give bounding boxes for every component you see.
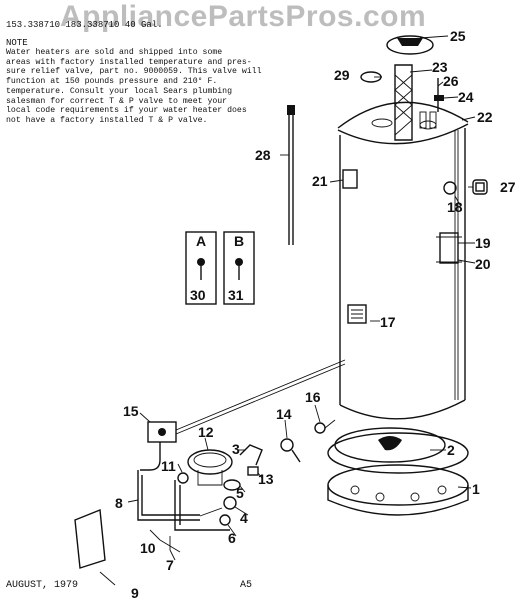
part-4 — [223, 496, 237, 510]
note-line: salesman for correct T & P valve to meet… — [6, 96, 228, 106]
callout-7: 7 — [166, 557, 174, 573]
label-plate-21 — [342, 169, 358, 189]
callout-25: 25 — [450, 28, 466, 44]
note-body: Water heaters are sold and shipped into … — [6, 48, 306, 126]
note-line: function at 150 pounds pressure and 210°… — [6, 77, 218, 87]
bracket-3 — [239, 444, 263, 466]
callout-19: 19 — [475, 235, 491, 251]
inset-number: 31 — [228, 287, 244, 303]
callout-20: 20 — [475, 256, 491, 272]
part-14 — [280, 438, 301, 463]
tank — [337, 101, 469, 420]
callout-18: 18 — [447, 199, 463, 215]
inset-letter: A — [196, 233, 206, 249]
footer-date: AUGUST, 1979 — [6, 580, 79, 591]
shield-9 — [74, 509, 106, 569]
callout-17: 17 — [380, 314, 396, 330]
callout-24: 24 — [458, 89, 474, 105]
callout-1: 1 — [472, 481, 480, 497]
footer-page-number: A5 — [240, 580, 253, 591]
part-5 — [223, 479, 241, 491]
callout-10: 10 — [140, 540, 156, 556]
callout-4: 4 — [240, 510, 248, 526]
fitting-27 — [472, 179, 488, 195]
callout-12: 12 — [198, 424, 214, 440]
callout-26: 26 — [443, 73, 459, 89]
inset-screw-b: B 31 — [223, 231, 255, 305]
inset-letter: B — [234, 233, 244, 249]
part-6 — [219, 514, 231, 526]
gas-valve-15 — [147, 421, 177, 443]
note-line: Water heaters are sold and shipped into … — [6, 48, 223, 57]
callout-14: 14 — [276, 406, 292, 422]
inset-number: 30 — [190, 287, 206, 303]
callout-28: 28 — [255, 147, 271, 163]
note-line: not have a factory installed T & P valve… — [6, 115, 208, 125]
note-line: local code requirements if your water he… — [6, 106, 247, 116]
watermark: AppliancePartsPros.com — [60, 0, 427, 33]
callout-13: 13 — [258, 471, 274, 487]
anode-nipple — [434, 95, 444, 101]
part-13 — [247, 466, 259, 476]
dip-tube — [287, 105, 295, 245]
burner — [334, 427, 446, 463]
tubing — [137, 442, 237, 553]
callout-29: 29 — [334, 67, 350, 83]
note-title: NOTE — [6, 38, 28, 48]
callout-16: 16 — [305, 389, 321, 405]
part-16 — [314, 419, 336, 434]
callout-15: 15 — [123, 403, 139, 419]
callout-6: 6 — [228, 530, 236, 546]
callout-2: 2 — [447, 442, 455, 458]
callout-9: 9 — [131, 585, 139, 600]
inset-screw-a: A 30 — [185, 231, 217, 305]
callout-27: 27 — [500, 179, 516, 195]
callout-5: 5 — [236, 485, 244, 501]
callout-22: 22 — [477, 109, 493, 125]
leader-lines — [99, 35, 476, 586]
label-plate-17 — [347, 304, 367, 324]
base-pan — [327, 432, 469, 516]
part-11 — [177, 472, 189, 484]
thermostat-dial — [187, 449, 233, 486]
callout-3: 3 — [232, 441, 240, 457]
note-line: temperature. Consult your local Sears pl… — [6, 86, 233, 96]
callout-11: 11 — [161, 458, 176, 474]
relief-valve-fitting — [443, 181, 457, 195]
callout-8: 8 — [115, 495, 123, 511]
access-door — [439, 232, 459, 264]
note-line: areas with factory installed temperature… — [6, 57, 252, 67]
model-numbers: 153.338710 183.338710 40 Gal. — [6, 20, 163, 30]
note-line: sure relief valve, part no. 9000059. Thi… — [6, 67, 262, 77]
callout-21: 21 — [312, 173, 328, 189]
flue-cap — [386, 35, 434, 55]
callout-23: 23 — [432, 59, 448, 75]
flue-baffle — [394, 64, 413, 141]
